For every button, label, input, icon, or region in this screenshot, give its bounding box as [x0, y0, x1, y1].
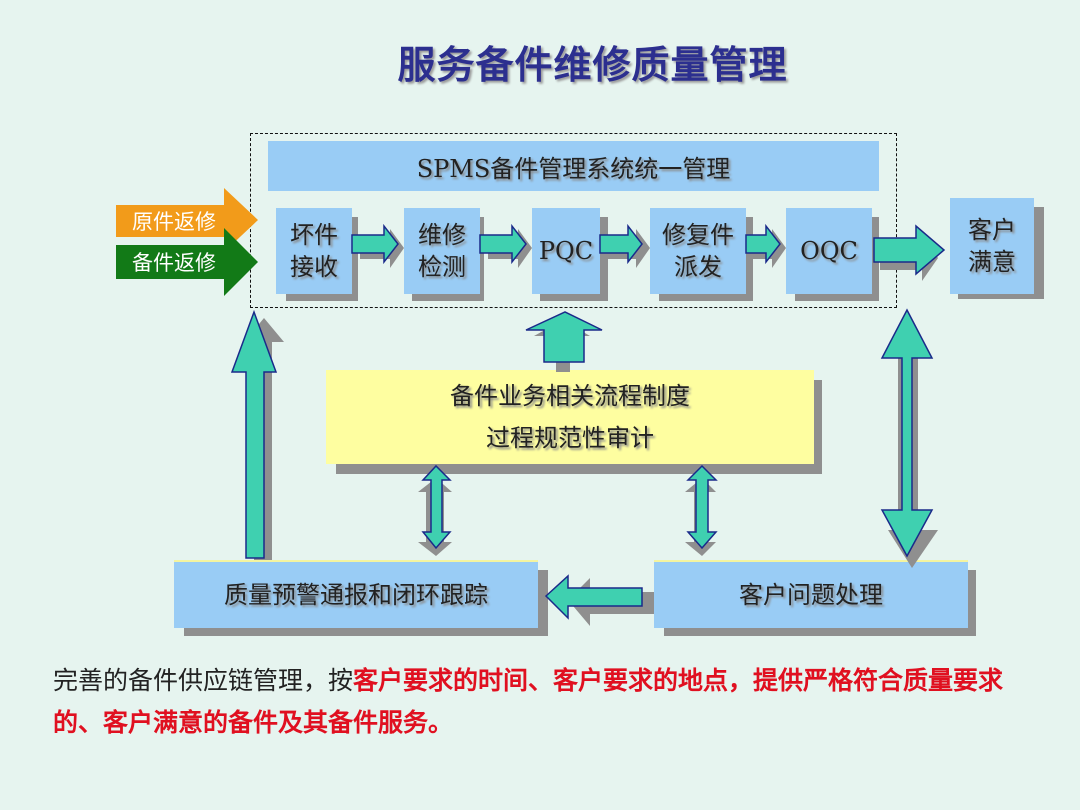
up-arrow-center [525, 311, 603, 363]
left-arrow-bottom [544, 574, 643, 620]
flow-arrow-to-customer [873, 224, 946, 276]
flow-arrow-3 [599, 223, 643, 265]
system-banner: SPMS备件管理系统统一管理 [268, 141, 879, 191]
flow-arrow-4 [745, 223, 781, 265]
step-line: 接收 [290, 253, 338, 281]
green-arrow-shape [116, 228, 258, 296]
footer-statement: 完善的备件供应链管理，按客户要求的时间、客户要求的地点，提供严格符合质量要求的、… [53, 660, 1053, 744]
customer-satisfaction: 客户 满意 [950, 198, 1034, 294]
policy-line: 备件业务相关流程制度 [450, 382, 690, 410]
step-pqc: PQC [532, 208, 600, 294]
step-bad-part-receive: 坏件 接收 [276, 208, 352, 294]
quality-warning-box: 质量预警通报和闭环跟踪 [174, 560, 538, 628]
policy-line: 过程规范性审计 [486, 424, 654, 452]
flow-arrow-1 [351, 223, 399, 265]
customer-issue-box: 客户问题处理 [654, 560, 968, 628]
footer-normal-text: 完善的备件供应链管理，按 [53, 666, 354, 695]
step-line: 修复件 [662, 221, 734, 249]
double-arrow-right-mid [686, 464, 718, 550]
footer-highlight-text: 客户要求的时间、客户要求的地点，提供严格符合质量要求的、客户满意的备件及其备件服… [53, 666, 1004, 737]
step-repaired-dispatch: 修复件 派发 [650, 208, 746, 294]
step-line: PQC [538, 237, 594, 265]
double-arrow-left-mid [421, 464, 452, 550]
policy-audit-box: 备件业务相关流程制度 过程规范性审计 [326, 370, 814, 464]
outcome-line: 客户 [968, 216, 1016, 244]
step-line: 维修 [418, 221, 466, 249]
input-arrow-spare-repair: 备件返修 [116, 228, 258, 296]
double-arrow-right [880, 308, 934, 558]
input-arrow-original-repair: 原件返修 [116, 188, 258, 256]
step-line: OQC [800, 237, 858, 265]
step-oqc: OQC [786, 208, 872, 294]
up-arrow-left [230, 309, 278, 559]
flow-arrow-2 [479, 223, 527, 265]
step-line: 坏件 [290, 221, 338, 249]
input-label-original: 原件返修 [132, 210, 216, 234]
step-repair-inspect: 维修 检测 [404, 208, 480, 294]
outcome-line: 满意 [968, 248, 1016, 276]
orange-arrow-shape [116, 188, 258, 252]
page-title: 服务备件维修质量管理 [397, 43, 788, 87]
input-label-spare: 备件返修 [132, 251, 216, 275]
step-line: 检测 [418, 253, 466, 281]
step-line: 派发 [674, 253, 722, 281]
